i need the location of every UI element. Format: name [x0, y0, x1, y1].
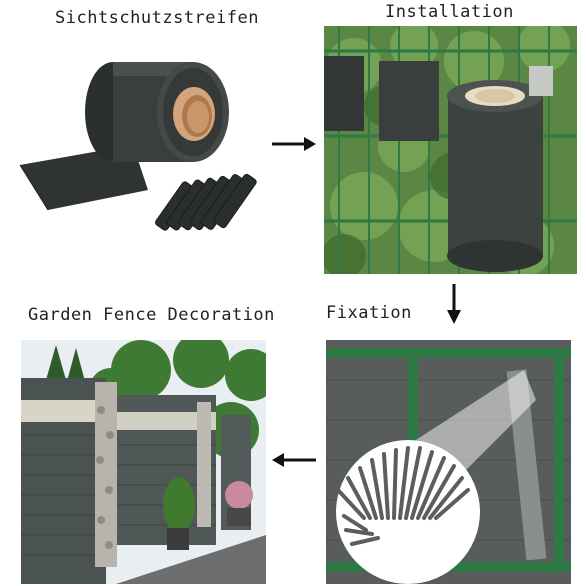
arrow-right-icon	[270, 136, 318, 152]
label-sichtschutzstreifen: Sichtschutzstreifen	[55, 8, 259, 28]
arrow-down-icon	[444, 282, 464, 326]
installation-photo	[324, 26, 577, 274]
label-fixation: Fixation	[326, 303, 412, 323]
arrow-left-icon	[270, 452, 318, 468]
label-installation: Installation	[385, 2, 514, 22]
product-roll-image	[18, 50, 280, 240]
fixation-photo	[326, 340, 571, 584]
label-garden-fence-decoration: Garden Fence Decoration	[28, 305, 275, 325]
garden-fence-photo	[21, 340, 266, 584]
